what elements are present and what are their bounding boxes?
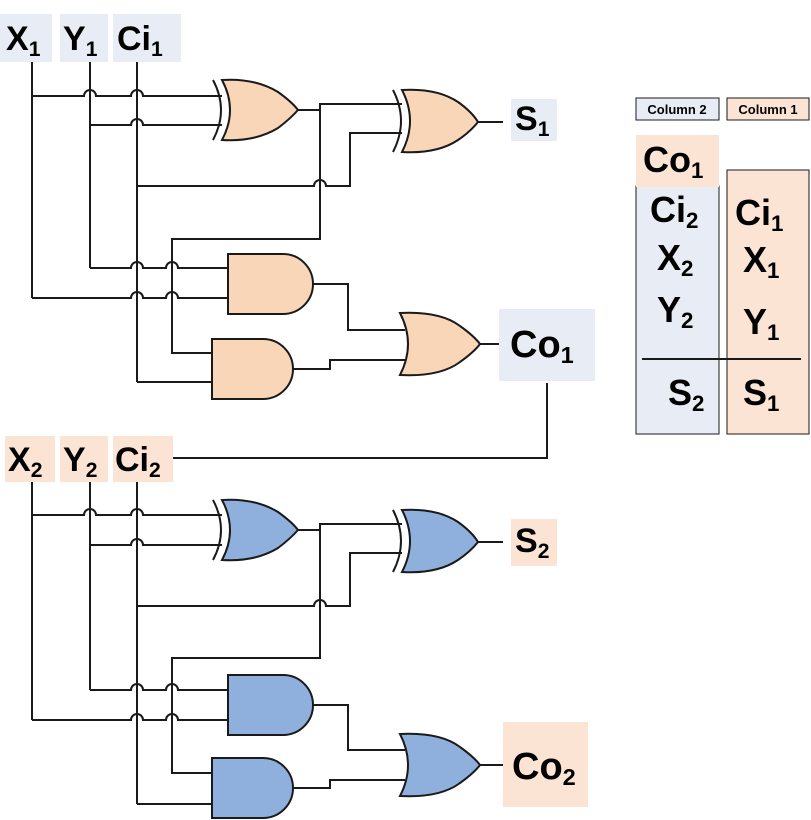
- s1-label-bg: [511, 99, 557, 141]
- xor-gate-2a-back: [212, 499, 222, 561]
- col2-result: S2: [668, 372, 704, 416]
- col1-row-ci: Ci1: [735, 192, 783, 236]
- column1-header: Column 1: [738, 102, 797, 117]
- carry-out-box: [636, 135, 719, 187]
- xor-gate-1a: [220, 78, 300, 142]
- y2-label: Y2: [63, 441, 97, 482]
- xor-gate-2b-back: [392, 509, 402, 573]
- xor1a-input-x: [32, 89, 222, 97]
- ci2-label-bg: [113, 436, 173, 482]
- full-adder-2: X2 Y2 Ci2 S2 Co2: [5, 436, 588, 819]
- ci1-label-bg: [113, 14, 181, 62]
- or-gate-2: [398, 732, 482, 798]
- and-gate-1b: [211, 338, 294, 400]
- column1-body: [726, 169, 810, 435]
- xor-gate-1a-back: [212, 79, 222, 141]
- s2-label-bg: [511, 519, 557, 566]
- xor1a-input-y: [90, 118, 222, 126]
- x1-label: X1: [6, 20, 41, 61]
- full-adder-1: X1 Y1 Ci1 S1 Co1: [0, 14, 595, 459]
- x1-label-bg: [0, 14, 52, 62]
- column2-header: Column 2: [647, 102, 706, 117]
- and-gate-1a: [227, 253, 314, 315]
- col2-row-ci: Ci2: [650, 189, 698, 233]
- and4-output: [293, 779, 405, 789]
- co2-label: Co2: [512, 746, 576, 790]
- xor1a-output: [298, 103, 402, 111]
- co2-label-bg: [503, 722, 588, 807]
- y2-label-bg: [60, 436, 108, 482]
- and-gate-2a: [227, 674, 314, 736]
- xor-gate-2a: [220, 498, 300, 562]
- col2-row-x: X2: [657, 237, 693, 281]
- and1-output: [313, 283, 405, 331]
- and1-input-y: [90, 261, 228, 269]
- col1-row-x: X1: [743, 239, 779, 283]
- column2-header-box: [635, 97, 720, 121]
- col1-row-y: Y1: [743, 301, 779, 345]
- col1-result: S1: [743, 372, 779, 416]
- ci1-label: Ci1: [117, 20, 163, 61]
- y1-label: Y1: [63, 20, 98, 61]
- co1-label-bg: [499, 309, 595, 381]
- and3-output: [313, 704, 405, 751]
- xor2a-input-x: [32, 508, 222, 516]
- xor1a-to-and2: [171, 110, 321, 354]
- x2-label: X2: [8, 441, 42, 482]
- xor-gate-1b-back: [392, 89, 402, 153]
- column2-body: [635, 185, 720, 435]
- and3-input-x: [32, 713, 228, 721]
- ci1-to-xor1b: [137, 132, 402, 187]
- xor-gate-1b: [400, 88, 480, 154]
- y1-label-bg: [60, 14, 108, 62]
- xor-gate-2b: [400, 508, 480, 574]
- ci2-label: Ci2: [115, 441, 161, 482]
- xor2a-to-and2: [171, 530, 321, 774]
- or-gate-1: [398, 311, 482, 377]
- and-gate-2b: [211, 757, 294, 819]
- and1-input-x: [32, 291, 228, 299]
- co1-label: Co1: [510, 324, 574, 368]
- ci2-to-xor2b: [137, 552, 402, 607]
- xor2a-input-y: [90, 538, 222, 546]
- addition-table: Column 2 Column 1 Co1 Ci2 X2 Y2 Ci1 X1 Y…: [635, 97, 810, 435]
- s1-label: S1: [515, 100, 550, 141]
- and3-input-y: [90, 683, 228, 691]
- x2-label-bg: [5, 436, 55, 482]
- s2-label: S2: [515, 522, 549, 563]
- and2-output: [293, 359, 405, 370]
- xor2a-output: [298, 523, 402, 531]
- column1-header-box: [726, 97, 810, 121]
- carry-link: [172, 383, 548, 459]
- col2-row-y: Y2: [657, 289, 693, 333]
- table-carry-out: Co1: [643, 139, 703, 183]
